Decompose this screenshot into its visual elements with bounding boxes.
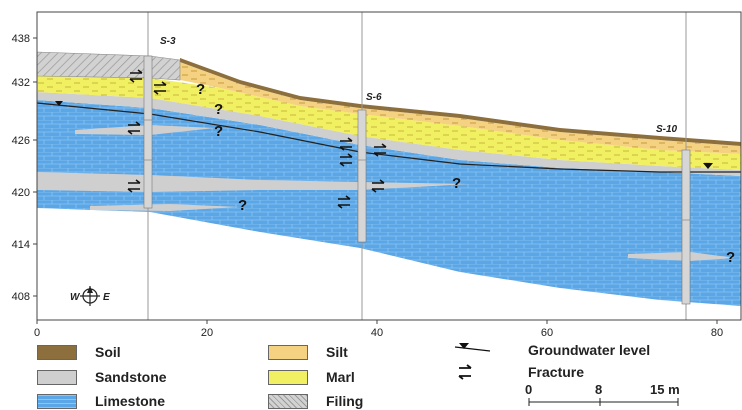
distance-tick: 40 (371, 327, 383, 339)
sandstone-swatch (37, 369, 77, 385)
scale-bar (528, 398, 679, 406)
fracture-icon (127, 121, 141, 135)
distance-tick: 60 (541, 327, 553, 339)
legend-marl-label: Marl (326, 369, 355, 385)
groundwater-legend-icon (454, 343, 491, 352)
fracture-icon (153, 81, 167, 95)
legend-sandstone-label: Sandstone (95, 369, 167, 385)
borehole-s-3 (143, 12, 153, 320)
compass-icon (80, 286, 100, 306)
legend-filing: Filing (268, 393, 363, 409)
groundwater-marker (55, 101, 63, 106)
scale-tick: 8 (595, 382, 602, 397)
compass-west-label: W (70, 292, 81, 303)
unknown-mark: ? (238, 197, 247, 214)
sandstone-layer-upper (37, 92, 741, 176)
groundwater-line (36, 102, 741, 173)
scale-tick: 0 (525, 382, 532, 397)
plot-frame (36, 11, 742, 321)
elevation-tick: 426 (12, 135, 30, 147)
elevation-tick: 432 (12, 77, 30, 89)
distance-tick: 20 (201, 327, 213, 339)
fracture-icon (339, 137, 353, 151)
groundwater-marker (703, 163, 713, 169)
borehole-label: S-6 (366, 92, 382, 103)
elevation-tick: 414 (12, 239, 30, 251)
borehole-label: S-3 (160, 36, 176, 47)
limestone-layer (37, 100, 741, 306)
unknown-mark: ? (214, 123, 223, 140)
unknown-mark: ? (214, 101, 223, 118)
borehole-s-10 (681, 12, 691, 320)
elevation-tick: 420 (12, 187, 30, 199)
legend-groundwater-label: Groundwater level (528, 342, 650, 358)
fracture-icon (129, 69, 143, 83)
legend-sandstone: Sandstone (37, 369, 167, 385)
borehole-s-6 (357, 12, 367, 320)
silt-swatch (268, 344, 308, 360)
legend-filing-label: Filing (326, 393, 364, 409)
legend-soil: Soil (37, 344, 121, 360)
legend-marl: Marl (268, 369, 355, 385)
fracture-icon (339, 153, 353, 167)
borehole-label: S-10 (656, 124, 678, 135)
filing-swatch (268, 393, 308, 409)
fracture-icon (373, 143, 387, 157)
fracture-icon (337, 195, 351, 209)
scale-tick: 15 m (650, 382, 680, 397)
distance-tick: 0 (34, 327, 40, 339)
fracture-icon (371, 179, 385, 193)
fracture-legend-icon (458, 364, 472, 380)
distance-tick: 80 (711, 327, 723, 339)
legend-fracture-label: Fracture (528, 364, 584, 380)
fracture-icon (127, 179, 141, 193)
elevation-tick: 408 (12, 291, 30, 303)
legend-soil-label: Soil (95, 344, 121, 360)
limestone-swatch (37, 393, 77, 409)
legend-silt: Silt (268, 344, 348, 360)
legend-silt-label: Silt (326, 344, 348, 360)
sandstone-lens-3 (90, 204, 240, 211)
silt-layer (180, 62, 741, 154)
marl-swatch (268, 369, 308, 385)
sandstone-lens-4 (628, 252, 735, 261)
unknown-mark: ? (726, 249, 735, 266)
marl-layer (37, 76, 741, 170)
compass-east-label: E (103, 292, 110, 303)
legend-limestone-label: Limestone (95, 393, 166, 409)
unknown-mark: ? (452, 175, 461, 192)
elevation-tick: 438 (12, 33, 30, 45)
legend-limestone: Limestone (37, 393, 165, 409)
unknown-mark: ? (196, 81, 205, 98)
soil-swatch (37, 344, 77, 360)
